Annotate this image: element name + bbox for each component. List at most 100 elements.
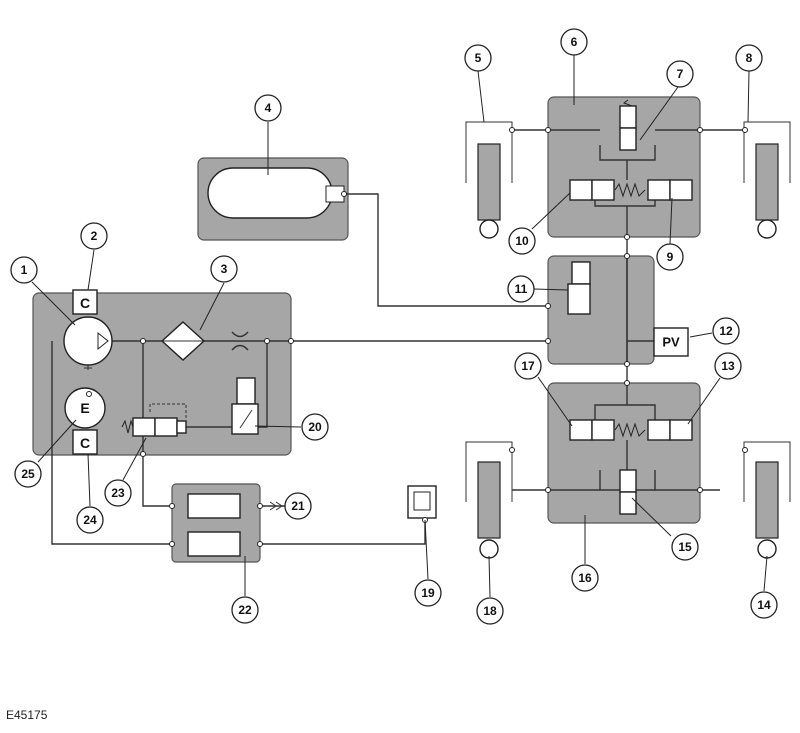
silencer-lower	[187, 531, 241, 557]
compressor-pump	[63, 316, 113, 366]
valve-7-a	[619, 105, 637, 129]
valve-7-b	[619, 127, 637, 151]
compressor-motor	[64, 387, 106, 429]
pump-arrow	[97, 331, 109, 351]
front-springs	[614, 182, 646, 198]
valve-11-b	[567, 283, 591, 315]
callout-15: 15	[671, 533, 699, 561]
exhaust-valve-23-a	[132, 417, 156, 437]
centre-valve-block	[547, 255, 655, 365]
exhaust-valve-20-a	[236, 377, 256, 405]
rear-right-damper	[755, 461, 779, 539]
valve-7-spring	[622, 99, 633, 107]
rear-springs	[614, 422, 646, 438]
valve-13-a	[647, 419, 671, 441]
callout-21: 21	[284, 492, 312, 520]
valve-13-b	[669, 419, 693, 441]
valve-15-a	[619, 469, 637, 493]
svg-text:21: 21	[291, 499, 305, 513]
rear-left-damper	[477, 461, 501, 539]
exhaust-valve-line	[255, 341, 268, 428]
svg-text:19: 19	[421, 586, 435, 600]
temp-sensor-lower	[72, 429, 98, 455]
callout-23: 23	[104, 479, 132, 507]
rear-right-bellows	[743, 441, 791, 502]
exhaust-valve-20-arrow	[239, 409, 253, 429]
figure-code: E45175	[6, 708, 48, 722]
front-valve7-gallery	[599, 145, 656, 161]
callout-24: 24	[76, 506, 104, 534]
svg-text:5: 5	[475, 51, 482, 65]
valve-10-b	[591, 179, 615, 201]
reservoir-line	[344, 193, 548, 307]
junction-nodes	[86, 127, 748, 547]
callout-16: 16	[571, 564, 599, 592]
callout-20: 20	[301, 413, 329, 441]
front-right-damper	[755, 143, 779, 221]
rear-left-mount	[479, 539, 499, 559]
svg-text:1: 1	[21, 263, 28, 277]
svg-text:2: 2	[91, 229, 98, 243]
restrictor	[231, 331, 249, 351]
intake-filter-element	[413, 491, 431, 511]
svg-text:14: 14	[757, 598, 771, 612]
svg-text:18: 18	[483, 604, 497, 618]
exhaust-valve-20-b	[231, 403, 259, 435]
front-left-bellows	[465, 121, 513, 183]
callout-10: 10	[508, 227, 536, 255]
svg-text:10: 10	[515, 234, 529, 248]
svg-text:6: 6	[571, 35, 578, 49]
exhaust-valve-23-spring	[121, 419, 134, 434]
intake-line	[51, 341, 172, 545]
pressure-sensor-letters: PV	[662, 335, 680, 350]
callout-1: 1	[10, 256, 38, 284]
rear-right-mount	[757, 539, 777, 559]
svg-text:4: 4	[265, 101, 272, 115]
callout-4: 4	[254, 94, 282, 122]
svg-text:16: 16	[578, 571, 592, 585]
silencer-upper	[187, 493, 241, 519]
callout-7: 7	[666, 60, 694, 88]
front-left-damper	[477, 143, 501, 221]
valve-9-a	[647, 179, 671, 201]
air-reservoir-tank	[207, 167, 333, 219]
temp-sensor-upper-letter: C	[80, 295, 90, 311]
callout-9: 9	[656, 243, 684, 271]
svg-text:11: 11	[515, 282, 528, 296]
pilot-dashed	[149, 403, 187, 420]
svg-text:12: 12	[719, 324, 733, 338]
callout-17: 17	[514, 352, 542, 380]
svg-text:25: 25	[21, 467, 35, 481]
valve-17-b	[591, 419, 615, 441]
svg-text:17: 17	[521, 359, 535, 373]
callout-19: 19	[414, 579, 442, 607]
callout-6: 6	[560, 28, 588, 56]
filter-line	[260, 520, 426, 545]
temp-sensor-lower-letter: C	[80, 435, 90, 451]
callout-5: 5	[464, 44, 492, 72]
valve-9-b	[669, 179, 693, 201]
pressure-sensor	[653, 327, 689, 357]
svg-text:8: 8	[746, 51, 753, 65]
callout-14: 14	[750, 591, 778, 619]
exhaust-valve-23-b	[154, 417, 178, 437]
temp-sensor-upper	[72, 289, 98, 315]
valve-15-b	[619, 491, 637, 515]
callout-13: 13	[714, 352, 742, 380]
motor-letter: E	[80, 400, 89, 416]
callout-18: 18	[476, 597, 504, 625]
svg-text:7: 7	[677, 67, 684, 81]
svg-text:13: 13	[721, 359, 735, 373]
front-left-mount	[479, 219, 499, 239]
callout-22: 22	[231, 596, 259, 624]
svg-text:23: 23	[111, 486, 125, 500]
valve-11-a	[571, 261, 591, 285]
callout-3: 3	[210, 255, 238, 283]
leader-lines	[31, 55, 768, 598]
svg-text:3: 3	[221, 262, 228, 276]
valve-17-a	[569, 419, 593, 441]
svg-text:24: 24	[83, 513, 97, 527]
rear-left-bellows	[465, 441, 513, 502]
front-right-bellows	[743, 121, 791, 183]
